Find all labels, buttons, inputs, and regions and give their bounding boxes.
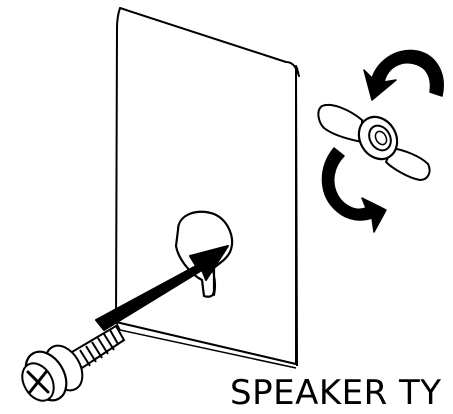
caption-text: SPEAKER TY — [230, 373, 442, 413]
screw — [21, 324, 126, 402]
rotate-arrows — [321, 49, 444, 233]
mounting-plate — [115, 7, 300, 369]
insert-arrow — [95, 245, 229, 331]
wing-nut — [317, 104, 431, 181]
